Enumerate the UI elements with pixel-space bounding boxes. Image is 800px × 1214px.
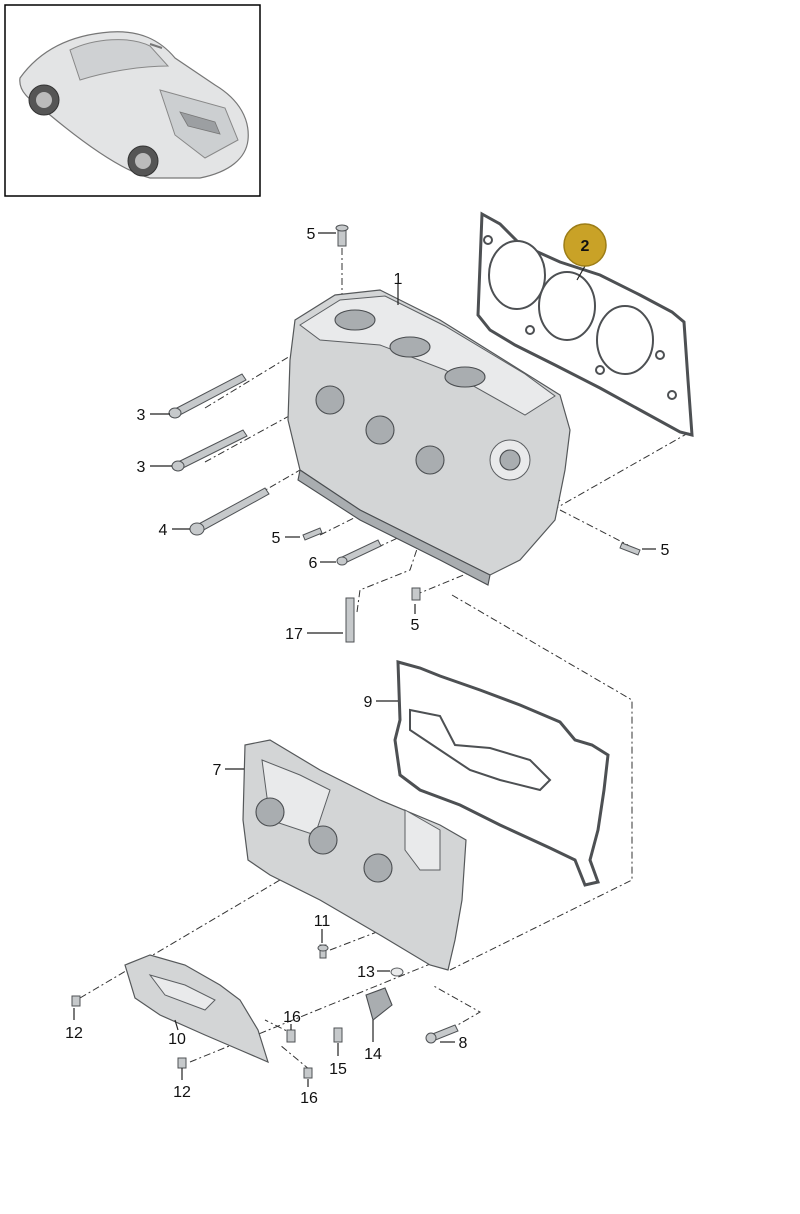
callout-3[interactable]: 3 (137, 459, 146, 476)
callout-12[interactable]: 12 (173, 1084, 191, 1101)
callout-11[interactable]: 11 (314, 913, 331, 930)
highlight-badge[interactable]: 2 (563, 223, 607, 267)
callout-labels: 5 1 3 3 4 5 5 6 5 17 9 7 11 13 12 10 16 … (65, 226, 669, 1107)
callout-1[interactable]: 1 (394, 271, 403, 288)
head-gasket (476, 211, 694, 437)
callout-14[interactable]: 14 (364, 1046, 382, 1063)
highlight-badge-label: 2 (581, 238, 590, 255)
camshaft-housing (242, 739, 467, 971)
callout-13[interactable]: 13 (357, 964, 375, 981)
callout-7[interactable]: 7 (213, 762, 222, 779)
callout-16[interactable]: 16 (300, 1090, 318, 1107)
small-parts (71, 944, 459, 1079)
callout-5[interactable]: 5 (307, 226, 316, 243)
callout-9[interactable]: 9 (364, 694, 373, 711)
callout-5[interactable]: 5 (272, 530, 281, 547)
callout-10[interactable]: 10 (168, 1031, 186, 1048)
highlight-badge-circle (563, 223, 607, 267)
callout-17[interactable]: 17 (285, 626, 303, 643)
leader-lines (73, 232, 656, 1087)
small-bolts (302, 224, 641, 643)
heat-shield (124, 954, 269, 1064)
callout-12[interactable]: 12 (65, 1025, 83, 1042)
callout-8[interactable]: 8 (459, 1035, 468, 1052)
callout-5[interactable]: 5 (411, 617, 420, 634)
callout-5[interactable]: 5 (661, 542, 670, 559)
head-bolts (168, 373, 270, 536)
car-thumbnail-icon (19, 31, 249, 179)
cylinder-head (287, 289, 571, 586)
callout-16[interactable]: 16 (283, 1009, 301, 1026)
callout-15[interactable]: 15 (329, 1061, 347, 1078)
valve-cover-gasket (393, 660, 610, 887)
car-thumbnail (4, 4, 261, 197)
callout-4[interactable]: 4 (159, 522, 168, 539)
callout-3[interactable]: 3 (137, 407, 146, 424)
callout-6[interactable]: 6 (309, 555, 318, 572)
